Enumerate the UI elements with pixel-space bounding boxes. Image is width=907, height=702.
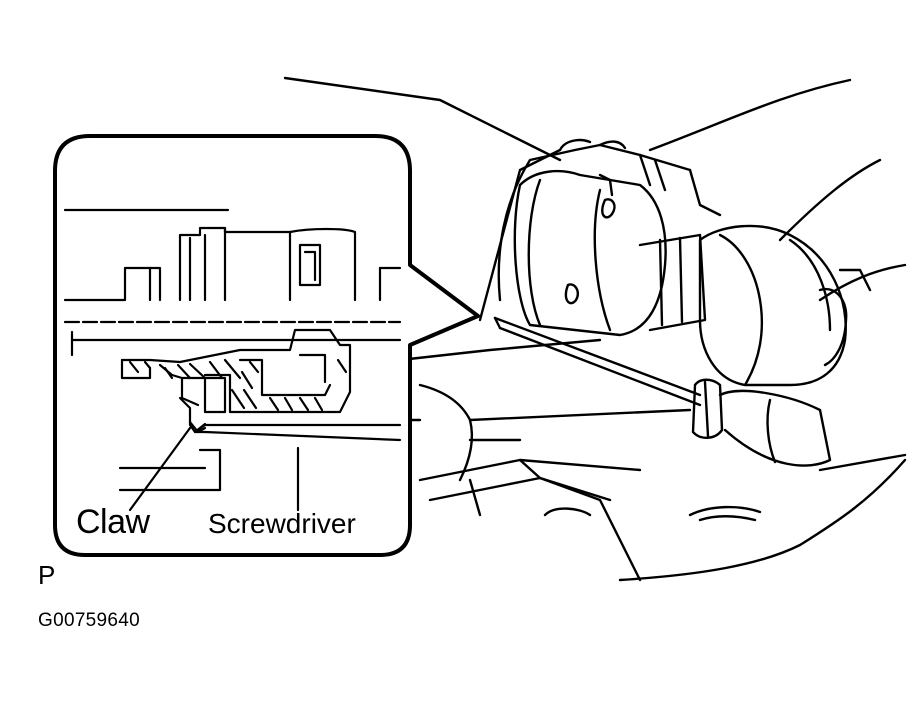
screwdriver-label: Screwdriver — [208, 508, 356, 539]
view-marker-label: P — [38, 560, 56, 590]
claw-label: Claw — [76, 503, 150, 541]
transmission-housing — [283, 76, 907, 582]
figure-code-label: G00759640 — [38, 610, 141, 631]
detail-callout — [53, 134, 480, 557]
screwdriver — [493, 316, 832, 467]
accumulator-assembly — [497, 138, 872, 387]
